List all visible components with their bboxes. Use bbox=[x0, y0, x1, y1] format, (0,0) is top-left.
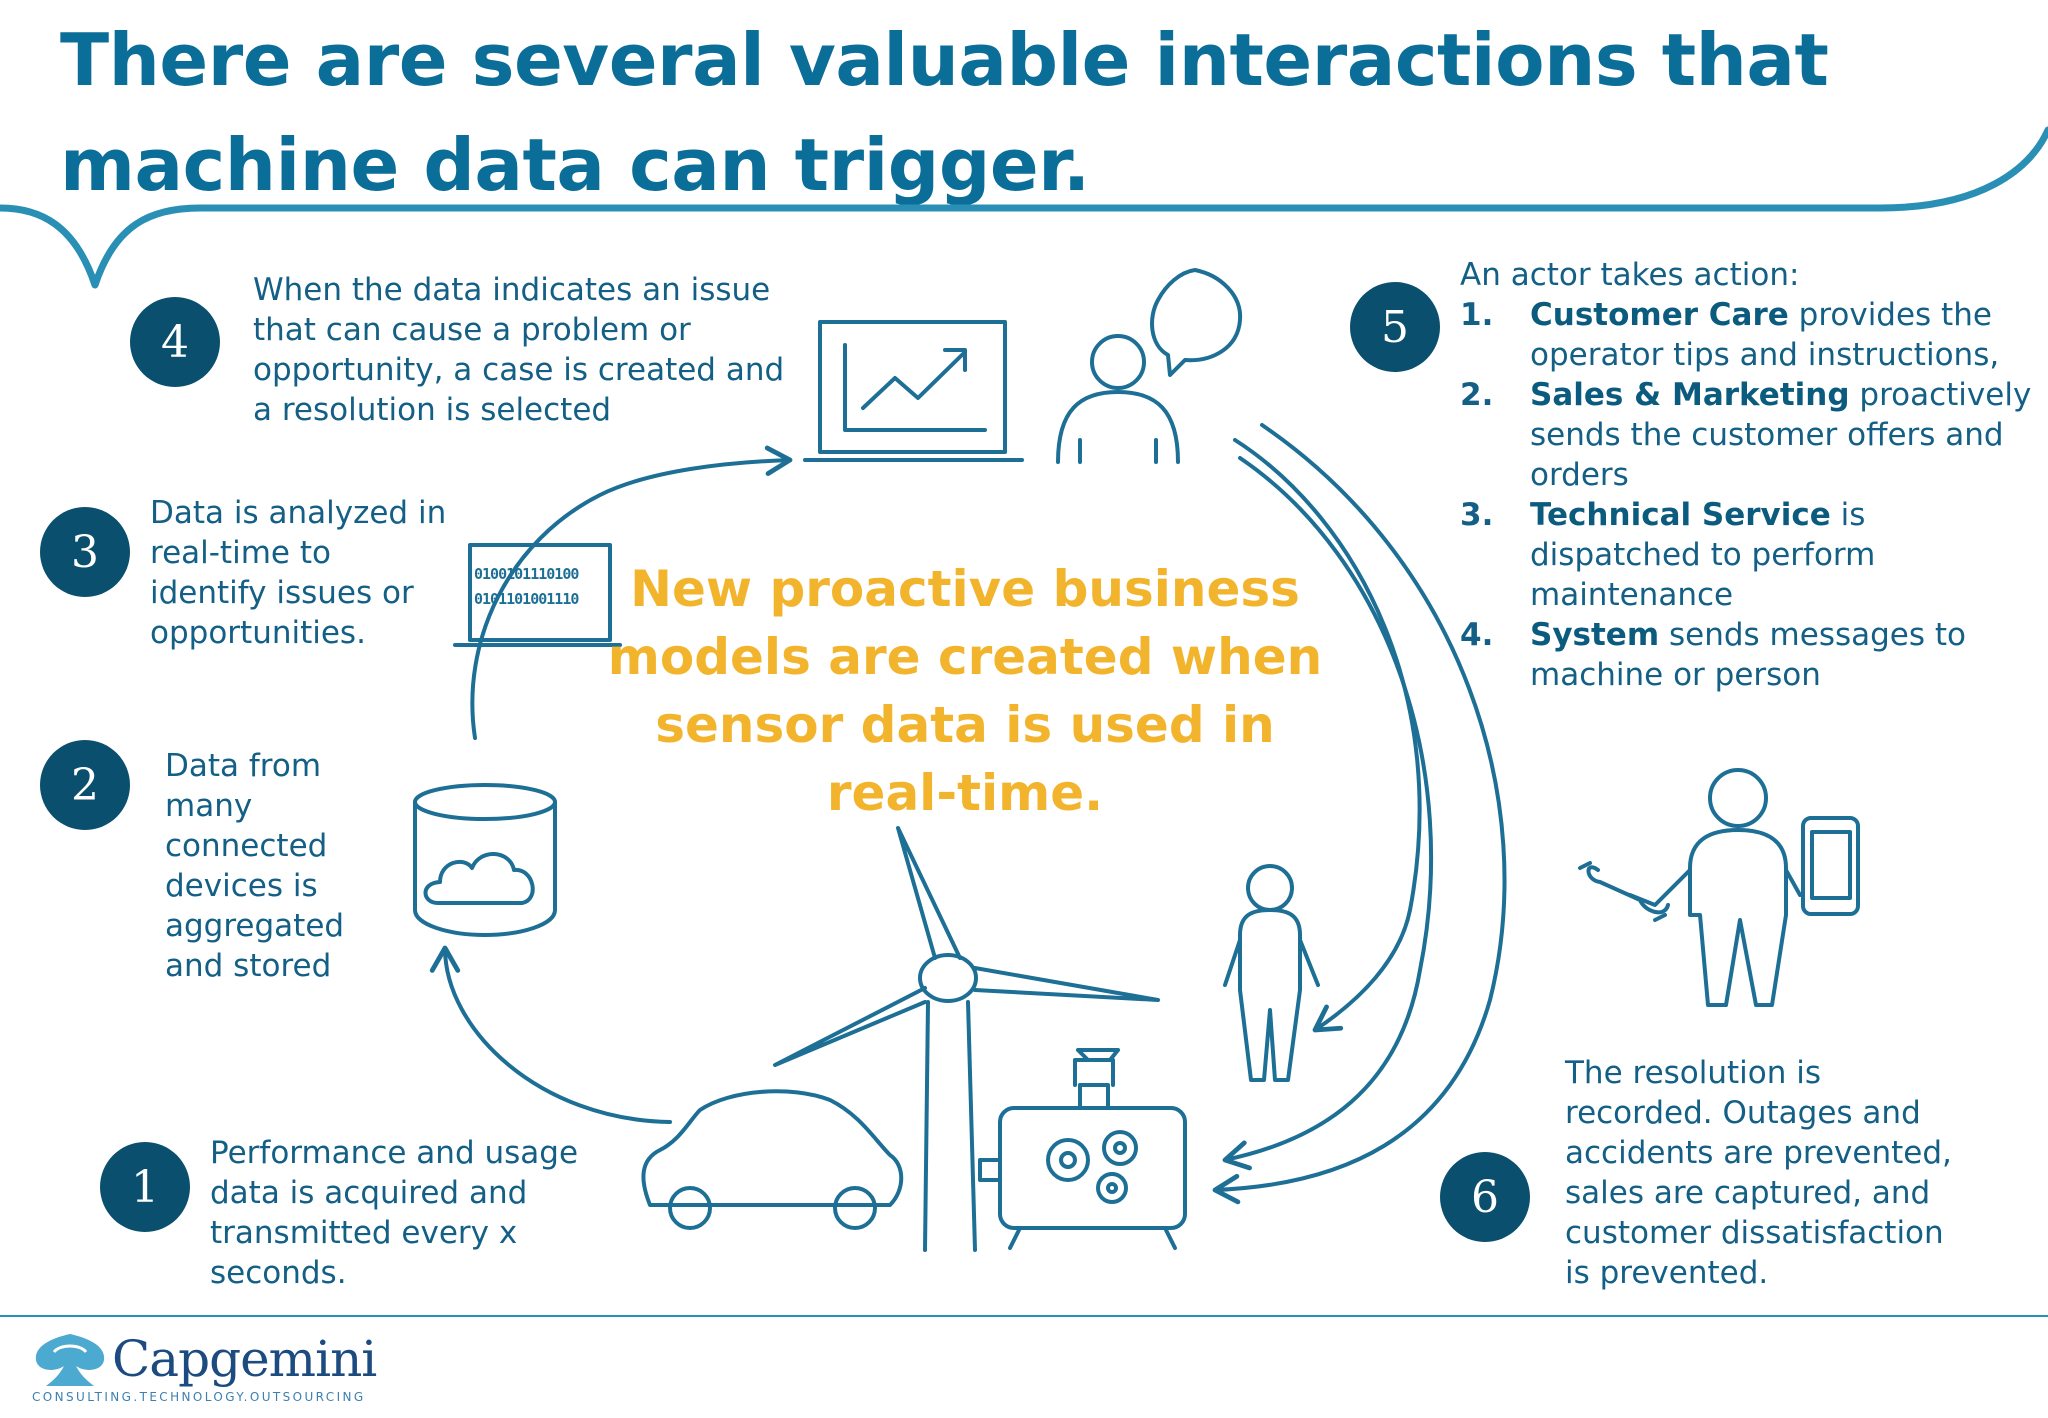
actor-item-title: System bbox=[1530, 617, 1660, 653]
step-4-text: When the data indicates an issue that ca… bbox=[253, 272, 785, 428]
arrow-actor-to-person bbox=[1233, 438, 1422, 1033]
wind-turbine-icon bbox=[773, 826, 1160, 1252]
binary-line-1: 0100101110100 bbox=[474, 565, 579, 583]
arrow-db-to-analysis bbox=[470, 445, 793, 740]
page-title: There are several valuable interactions … bbox=[60, 18, 1829, 207]
actor-item-technical-service: 3. Technical Service is dispatched to per… bbox=[1460, 495, 2040, 615]
step-badge-4: 4 bbox=[130, 297, 220, 387]
step-3-text: Data is analyzed in real-time to identif… bbox=[150, 495, 447, 651]
arrow-actor-to-machine bbox=[1222, 456, 1434, 1171]
actor-item-title: Customer Care bbox=[1530, 297, 1789, 333]
person-icon bbox=[1223, 864, 1320, 1082]
actor-item-number: 4. bbox=[1460, 617, 1494, 653]
actor-item-number: 2. bbox=[1460, 377, 1494, 413]
actor-item-title: Sales & Marketing bbox=[1530, 377, 1850, 413]
actor-item-sales-marketing: 2. Sales & Marketing proactively sends th… bbox=[1460, 375, 2040, 495]
step-badge-2: 2 bbox=[40, 740, 130, 830]
footer-divider bbox=[0, 1315, 2048, 1317]
actor-item-system: 4. System sends messages to machine or pe… bbox=[1460, 615, 2040, 695]
actor-item-desc: provides the operator tips and instructi… bbox=[1530, 297, 2000, 373]
step-badge-1: 1 bbox=[100, 1142, 190, 1232]
actor-item-desc: sends messages to machine or person bbox=[1530, 617, 1966, 693]
step-badge-3: 3 bbox=[40, 507, 130, 597]
center-message: New proactive business models are create… bbox=[607, 560, 1323, 822]
binary-line-2: 0101101001110 bbox=[474, 590, 579, 608]
technician-icon bbox=[1628, 768, 1802, 1007]
car-icon bbox=[641, 1089, 904, 1230]
arrow-car-to-db bbox=[429, 945, 672, 1124]
step-6-text: The resolution is recorded. Outages and … bbox=[1565, 1055, 1952, 1291]
actor-item-number: 1. bbox=[1460, 297, 1494, 333]
actor-item-customer-care: 1. Customer Care provides the operator ti… bbox=[1460, 295, 2040, 375]
actor-item-number: 3. bbox=[1460, 497, 1494, 533]
machine-gears-icon bbox=[978, 1048, 1187, 1250]
actor-intro: An actor takes action: bbox=[1460, 257, 1800, 293]
wrench-icon bbox=[1578, 861, 1670, 922]
capgemini-logo: Capgemini CONSULTING.TECHNOLOGY.OUTSOURC… bbox=[30, 1330, 377, 1410]
step-2-text: Data from many connected devices is aggr… bbox=[165, 748, 345, 984]
header-swoosh bbox=[0, 126, 2048, 289]
phone-icon bbox=[1801, 816, 1860, 916]
arrow-actor-to-machine-2 bbox=[1212, 423, 1507, 1205]
spade-logo-icon bbox=[35, 1334, 105, 1386]
logo-tagline: CONSULTING.TECHNOLOGY.OUTSOURCING bbox=[32, 1390, 366, 1404]
actor-items: 1. Customer Care provides the operator ti… bbox=[1460, 295, 2040, 695]
logo-wordmark: Capgemini bbox=[112, 1330, 377, 1388]
person-speech-icon bbox=[1056, 268, 1243, 464]
actor-item-desc: is dispatched to perform maintenance bbox=[1530, 497, 1876, 613]
step-1-text: Performance and usage data is acquired a… bbox=[210, 1135, 579, 1291]
step-badge-5: 5 bbox=[1350, 282, 1440, 372]
database-cloud-icon bbox=[413, 783, 557, 937]
step-badge-6: 6 bbox=[1440, 1152, 1530, 1242]
actor-item-title: Technical Service bbox=[1530, 497, 1831, 533]
laptop-binary-icon bbox=[453, 543, 622, 647]
actor-item-desc: proactively sends the customer offers an… bbox=[1530, 377, 2032, 493]
actor-action-list: An actor takes action: 1. Customer Care p… bbox=[1460, 255, 2040, 695]
laptop-chart-icon bbox=[803, 320, 1024, 462]
